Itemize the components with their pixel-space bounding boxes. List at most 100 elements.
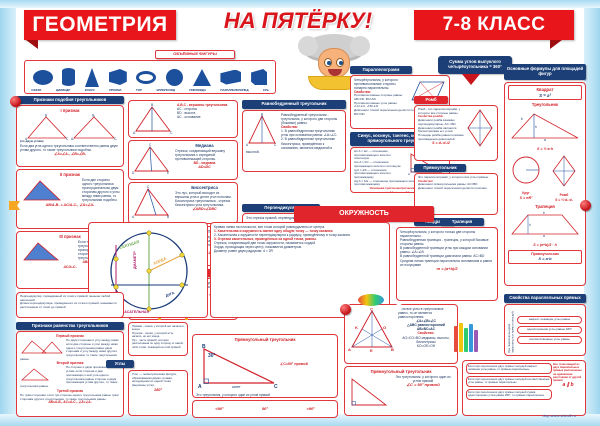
congruence-2-title: Второй признак — [56, 361, 84, 366]
line-def-2: Отрезок - линия, у которой есть начало, … — [132, 330, 174, 339]
pin-tack-right — [580, 200, 591, 211]
frame-bottom — [0, 414, 600, 426]
cylinder-icon — [62, 68, 76, 86]
similarity-1-formula: ∠А=∠А₁, ∠В=∠В₁ — [54, 151, 86, 156]
triangle-height-label: ВD - высота — [177, 111, 196, 116]
svg-text:30°: 30° — [208, 353, 216, 359]
congruence-diagram-2 — [21, 369, 50, 381]
parallel-props-bar: Свойства параллельных прямых — [504, 294, 586, 303]
equilateral-l2: △ABC равносторонний — [407, 323, 445, 328]
equilateral-title: Если все углы в треугольнике равны, то о… — [398, 307, 444, 320]
circle-def: Кривая линия на плоскости, все точки кот… — [214, 225, 326, 229]
angle-bar: Углы — [106, 360, 134, 368]
svg-text:A: A — [25, 137, 28, 140]
svg-text:A: A — [408, 172, 410, 176]
svg-text:B₁: B₁ — [92, 114, 95, 118]
parallel-signs-note: Все точки каждой из двух параллельных пр… — [553, 363, 582, 383]
congruence-panel: Первый признак По двум сторонам и углу м… — [16, 331, 124, 417]
ribbon-fold-left — [26, 40, 38, 49]
svg-text:C₁: C₁ — [114, 137, 117, 140]
similarity-3-diagram — [23, 242, 60, 261]
solid-label: ЭЛЛИПСОИД — [156, 88, 175, 92]
area-trapezoid-name: Трапеция — [535, 203, 555, 209]
trig-tg: tg A = a/b — отношение противолежащего к… — [354, 167, 391, 180]
equilateral-l5: KO=OE=OH — [416, 343, 436, 348]
angle-panel: Угол — геометрическая фигура, образованн… — [128, 370, 188, 416]
svg-text:h: h — [535, 125, 537, 129]
circle-t2: 2. Касательная к окружности перпендикуля… — [214, 233, 351, 238]
triangle-vertices-label: А,В,С - вершины треугольника — [177, 103, 228, 107]
parallel-prop-3: соответственные углы равны — [516, 335, 582, 344]
frame-top — [0, 0, 600, 8]
circle-t4: Отрезок, соединяющий две точки окружност… — [214, 241, 316, 246]
bisector-formula: ∠ABD=∠DBC — [192, 207, 217, 212]
right-tri-title: Прямоугольный треугольник — [234, 337, 296, 342]
sphere-icon — [32, 69, 53, 85]
angle-types-panel: <90° 90° >90° — [192, 400, 338, 418]
equilateral-diagram: A C B K O E — [348, 307, 394, 353]
svg-text:A: A — [246, 143, 249, 147]
torus-icon — [136, 70, 157, 84]
median-bold: BD - медиана — [193, 161, 216, 166]
right-triangle-diagram-2 — [351, 378, 388, 406]
median-text: Отрезок, соединяющий вершину треугольник… — [175, 149, 226, 162]
trapezoid-p3: В равнобедренной трапеции диагонали равн… — [400, 254, 485, 259]
solids-labels: СФЕРА ЦИЛИНДР КОНУС ПРИЗМА ТОР ЭЛЛИПСОИД… — [24, 88, 276, 92]
mascot-hair — [298, 34, 370, 62]
congruence-diagram-1 — [21, 340, 63, 354]
svg-text:C: C — [274, 384, 278, 389]
svg-text:C: C — [147, 185, 150, 189]
trapezoid-formula: m = (a+b)/2 — [436, 265, 458, 271]
area-square: Квадрат S = a² — [508, 85, 582, 101]
area-rectangle-formula: S = a·b — [538, 256, 552, 262]
right-tri-angle-2: ∠C = 90° прямой — [406, 382, 440, 388]
parallel-signs-note-box: Все точки каждой из двух параллельных пр… — [553, 363, 583, 388]
similarity-2-title: II признак — [59, 172, 81, 177]
triangle-basics-diagram: A B C — [133, 103, 173, 135]
congruence-1-text: По двум сторонам и углу между ними: если… — [20, 338, 120, 361]
median-note: AD=DC — [198, 165, 211, 170]
rhombus-diagram — [467, 109, 493, 147]
congruence-2-text: По стороне и двум прилежащим к ней углам… — [20, 365, 120, 389]
isosceles-panel: A B C Равнобедренный треугольник - треуг… — [242, 110, 346, 172]
mascot-eye-left — [324, 58, 332, 67]
spacer6 — [462, 304, 468, 308]
solid-label: ПРИЗМА — [109, 88, 122, 92]
solid-label: КОНУС — [84, 88, 95, 92]
parallel-sign-2-text: Если при пересечении двух прямых секущей… — [468, 376, 550, 385]
svg-text:B: B — [391, 347, 394, 352]
trig-sin: sin A = a/c — отношение противолежащего … — [354, 149, 391, 161]
right-tri-def: Это треугольник, у которого один из угло… — [196, 393, 271, 398]
isosceles-p2: 2. В равнобедренном треугольнике биссект… — [246, 137, 336, 154]
bisector-title: Биссектриса — [191, 185, 218, 190]
perpendicular-bar: Перпендикуляр — [242, 204, 320, 212]
square-bar: Квадрат — [414, 218, 454, 226]
solid-label: КУБ — [262, 88, 269, 92]
right-triangle-panel-2: Прямоугольный треугольник Это треугольни… — [344, 366, 458, 416]
areas-panel: Квадрат S = a² Треугольник b a h S = ½·a… — [504, 82, 586, 286]
mascot-face — [318, 48, 350, 78]
circle-t3: 3. Отрезки касательных, проведённых из о… — [214, 237, 317, 242]
rect-p1: Диагонали прямоугольника равны: AC=BD — [418, 182, 478, 187]
parallelepiped-icon — [220, 69, 242, 85]
svg-text:K: K — [355, 325, 358, 330]
median-title: Медиана — [195, 143, 214, 148]
svg-text:D: D — [132, 171, 135, 175]
svg-text:E: E — [370, 348, 373, 353]
svg-text:катет: катет — [232, 385, 241, 389]
trapezoid-p1: Равнобедренная трапеция - трапеция, у ко… — [400, 238, 489, 247]
svg-text:C: C — [274, 143, 277, 147]
svg-text:b: b — [543, 211, 545, 215]
svg-text:КАСАТЕЛЬНАЯ: КАСАТЕЛЬНАЯ — [122, 310, 150, 314]
circle-diagram: СЕКУЩАЯ ХОРДА ДИАМЕТР ДУГА КАСАТЕЛЬНАЯ — [110, 230, 188, 314]
parallelogram-p3: Диагонали точкой пересечения делятся поп… — [354, 108, 436, 116]
rhombus-formula: S = d₁·d₂/2 — [432, 141, 450, 146]
parallel-signs-symbol: a ∥ b — [562, 382, 574, 389]
circle-t1: 1. Касательная и окружность имеют одну о… — [214, 229, 334, 234]
bisector-text: Это луч, который выходит из вершины угла… — [175, 191, 232, 208]
poster-stage: ГЕОМЕТРИЯ НА ПЯТЁРКУ! 7-8 КЛАСС ОБЪЁМНЫЕ… — [10, 4, 591, 420]
rect-bar: Прямоугольник — [414, 164, 466, 172]
solid-label: ТОР — [136, 88, 142, 92]
area-triangle-name: Треугольник — [531, 102, 559, 108]
